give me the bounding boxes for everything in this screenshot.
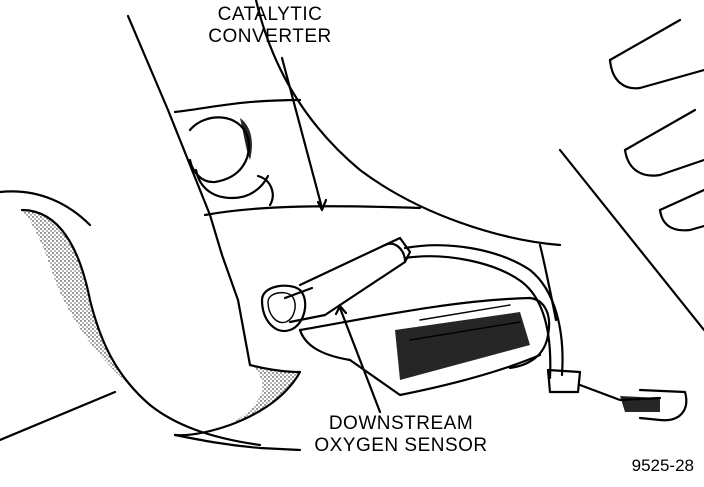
catalytic-converter-label-line1: CATALYTIC: [217, 4, 323, 25]
oxygen-sensor-arrowhead: [334, 304, 348, 316]
oxygen-sensor: [260, 236, 412, 333]
body-panel: [126, 0, 562, 367]
exhaust-flange: [188, 116, 274, 207]
catalytic-converter-arrowhead: [316, 198, 328, 212]
catalytic-converter-label-line2: CONVERTER: [208, 26, 332, 47]
downstream-oxygen-sensor-label: DOWNSTREAM OXYGEN SENSOR: [296, 413, 506, 457]
catalytic-converter-leader: [280, 56, 324, 210]
oxygen-sensor-label-line1: DOWNSTREAM: [328, 413, 474, 434]
left-fender: [0, 190, 302, 452]
figure-number: 9525-28: [631, 456, 694, 475]
right-bracket: [558, 18, 704, 332]
leader-lines: [280, 56, 382, 414]
catalytic-converter-label: CATALYTIC CONVERTER: [200, 4, 340, 48]
oxygen-sensor-leader: [338, 306, 382, 414]
sensor-wire: [403, 244, 688, 422]
converter-body: [298, 296, 551, 397]
oxygen-sensor-label-line2: OXYGEN SENSOR: [314, 435, 488, 456]
